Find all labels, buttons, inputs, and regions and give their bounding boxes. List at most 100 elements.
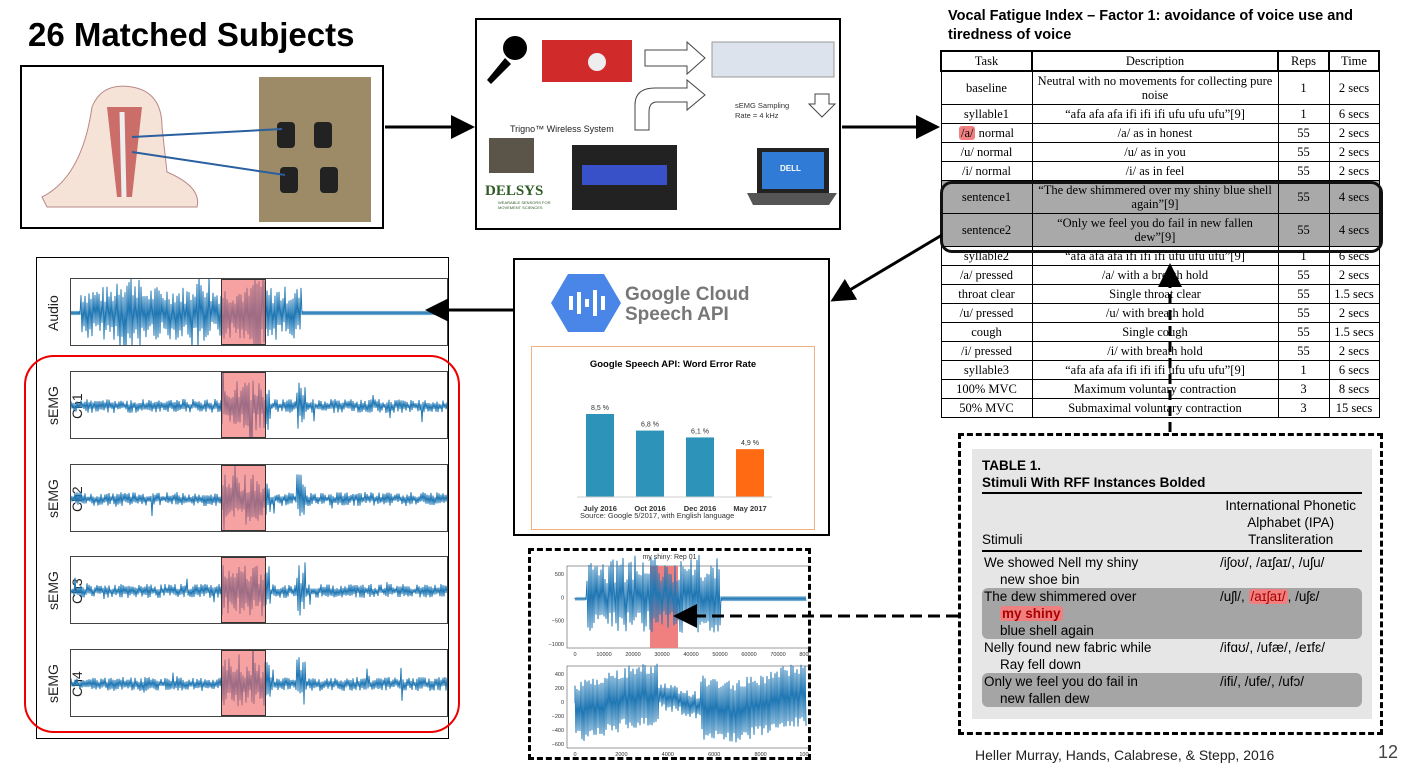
highlighted-vowel: /a/ bbox=[958, 126, 976, 140]
vfi-cell: Neutral with no movements for collecting… bbox=[1031, 70, 1279, 105]
delsys-tagline: WEARABLE SENSORS FOR MOVEMENT SCIENCES bbox=[498, 200, 551, 210]
x-tick-label: 80000 bbox=[799, 652, 809, 658]
bar-label: 6,1 % bbox=[691, 428, 709, 435]
dell-logo: DELL bbox=[780, 164, 801, 173]
arrow-table-to-google bbox=[830, 233, 943, 302]
audio-interface bbox=[542, 40, 632, 82]
waveform-channel: sEMG Ch2 bbox=[45, 464, 448, 532]
x-tick-label: 0 bbox=[573, 652, 576, 658]
category-label: Oct 2016 bbox=[634, 504, 665, 513]
bar bbox=[736, 449, 764, 497]
vfi-cell: 8 secs bbox=[1328, 379, 1380, 399]
category-label: Dec 2016 bbox=[684, 504, 717, 513]
vfi-cell: baseline bbox=[940, 70, 1033, 105]
plot-title: my shiny: Rep 01 bbox=[642, 554, 697, 561]
highlighted-ipa: /aɪʃaɪ/ bbox=[1248, 589, 1288, 604]
vfi-cell: “afa afa afa ifi ifi ifi ufu ufu ufu”[9] bbox=[1031, 360, 1279, 380]
x-tick-label: 40000 bbox=[683, 652, 698, 658]
analysis-window-highlight bbox=[221, 465, 266, 531]
analysis-window-highlight bbox=[221, 279, 266, 345]
vfi-cell: sentence1 bbox=[940, 180, 1033, 214]
sampling-label-2: Rate = 4 kHz bbox=[735, 111, 779, 120]
vfi-cell: “afa afa afa ifi ifi ifi ufu ufu ufu”[9] bbox=[1031, 104, 1279, 124]
vfi-cell: 50% MVC bbox=[940, 398, 1033, 418]
vfi-cell: 55 bbox=[1277, 123, 1330, 143]
y-tick-label: −1000 bbox=[549, 642, 564, 648]
analysis-window-highlight bbox=[221, 650, 266, 716]
curved-arrow-icon bbox=[634, 78, 706, 131]
bar bbox=[686, 437, 714, 497]
y-tick-label: −400 bbox=[552, 728, 564, 734]
google-logo-line1: Google Cloud bbox=[625, 284, 750, 305]
vfi-cell: 2 secs bbox=[1328, 265, 1380, 285]
vfi-cell: 6 secs bbox=[1328, 104, 1380, 124]
stimulus-line: new fallen dew bbox=[1000, 691, 1090, 706]
ipa-text: , /uʃɛ/ bbox=[1287, 589, 1320, 604]
x-tick-label: 6000 bbox=[708, 752, 720, 757]
waveform-channel: sEMG Ch4 bbox=[45, 649, 448, 717]
vfi-cell: /a/ pressed bbox=[940, 265, 1033, 285]
wireless-system-label: Trigno™ Wireless System bbox=[510, 124, 614, 134]
vfi-cell: 55 bbox=[1277, 161, 1330, 181]
vfi-cell: syllable1 bbox=[940, 104, 1033, 124]
table1-col-stimuli: Stimuli bbox=[982, 532, 1023, 547]
ipa-text: /ifi/, /ufe/, /ufɔ/ bbox=[1220, 674, 1305, 689]
vfi-row: syllable3“afa afa afa ifi ifi ifi ufu uf… bbox=[940, 360, 1380, 380]
ipa-text: /uʃl/, bbox=[1220, 589, 1249, 604]
table1-label: TABLE 1. bbox=[982, 458, 1042, 473]
bar-label: 8,5 % bbox=[591, 405, 609, 412]
y-tick-label: 400 bbox=[555, 672, 564, 678]
slide-title: 26 Matched Subjects bbox=[28, 16, 355, 53]
stimulus-line: blue shell again bbox=[1000, 623, 1094, 638]
x-tick-label: 2000 bbox=[615, 752, 627, 757]
ipa-header-1: International Phonetic bbox=[1225, 498, 1356, 513]
stimulus-line: Only we feel you do fail in bbox=[984, 674, 1138, 689]
bar-label: 4,9 % bbox=[741, 440, 759, 447]
vfi-cell: /i/ normal bbox=[940, 161, 1033, 181]
delsys-logo: DELSYS bbox=[485, 183, 544, 199]
table1-caption: Stimuli With RFF Instances Bolded bbox=[982, 474, 1362, 494]
y-tick-label: 0 bbox=[561, 595, 564, 601]
plot-axes bbox=[566, 665, 809, 749]
vfi-cell: 1.5 secs bbox=[1328, 284, 1380, 304]
microphone-icon bbox=[487, 36, 527, 84]
vfi-cell: /u/ with breath hold bbox=[1031, 303, 1279, 323]
ipa-header-3: Transliteration bbox=[1248, 532, 1334, 547]
vfi-cell: 2 secs bbox=[1328, 303, 1380, 323]
table1-row: Only we feel you do fail in new fallen de… bbox=[982, 673, 1362, 707]
vfi-row: sentence1“The dew shimmered over my shin… bbox=[940, 180, 1380, 214]
stimulus-line: Ray fell down bbox=[1000, 657, 1082, 672]
sampling-label-1: sEMG Sampling bbox=[735, 101, 790, 110]
vfi-cell: cough bbox=[940, 322, 1033, 342]
anatomy-photo-panel bbox=[20, 65, 384, 229]
stimulus-line: new shoe bin bbox=[1000, 572, 1080, 587]
y-tick-label: 500 bbox=[555, 572, 564, 578]
signal-trace bbox=[574, 663, 807, 743]
category-label: July 2016 bbox=[583, 504, 617, 513]
bar bbox=[636, 430, 664, 497]
vfi-cell: throat clear bbox=[940, 284, 1033, 304]
stimulus-line: Nelly found new fabric while bbox=[984, 640, 1152, 655]
bar-label: 6,8 % bbox=[641, 422, 659, 429]
page-number: 12 bbox=[1378, 742, 1399, 762]
ipa-header-2: Alphabet (IPA) bbox=[1247, 515, 1335, 530]
col-header: Task bbox=[940, 50, 1033, 72]
ipa-text: /ifɑʊ/, /ufæ/, /eɪfɛ/ bbox=[1220, 640, 1325, 655]
arrow-down-icon bbox=[807, 93, 837, 118]
hardware-setup-panel: Trigno™ Wireless System sEMG Sampling Ra… bbox=[475, 18, 841, 230]
waveform-channel: sEMG Ch1 bbox=[45, 371, 448, 439]
vfi-cell: “Only we feel you do fail in new fallen … bbox=[1031, 213, 1279, 247]
x-tick-label: 70000 bbox=[770, 652, 785, 658]
vfi-cell: 4 secs bbox=[1328, 213, 1380, 247]
google-logo-line2: Speech API bbox=[625, 304, 729, 325]
